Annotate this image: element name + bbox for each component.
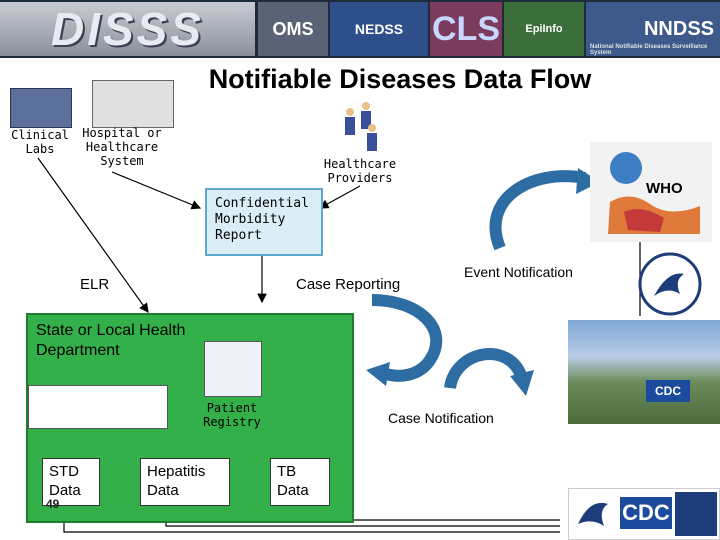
labs-to-state-line <box>37 157 149 313</box>
hhs-seal-box <box>624 250 716 318</box>
epiinfo-logo: EpiInfo <box>504 2 584 56</box>
event-notification-box: Event Notification <box>452 255 610 291</box>
hhs-eagle-icon <box>574 494 614 534</box>
page-number: 49 <box>46 497 60 511</box>
cdc-building-photo: CDC <box>568 320 720 424</box>
nedss-logo: NEDSS <box>330 2 428 56</box>
who-logo-box: WHO <box>590 142 712 242</box>
world-map-icon <box>608 152 700 234</box>
page-title: Notifiable Diseases Data Flow <box>208 64 592 94</box>
event-notification-curve-arrow <box>489 170 587 251</box>
state-building-icon <box>28 385 168 429</box>
hhs-seal-icon <box>638 252 702 316</box>
case-notification-curve-arrow <box>444 348 528 390</box>
providers-to-cmr-line <box>318 185 361 209</box>
case-reporting-label: Case Reporting <box>296 276 401 293</box>
cdc-info-panel <box>675 492 717 536</box>
case-notification-box: Case Notification <box>378 402 536 434</box>
disss-logo: DISSS <box>0 2 255 56</box>
oms-logo: OMS <box>258 2 328 56</box>
elr-label: ELR <box>80 276 110 293</box>
registry-screenshot-icon <box>204 341 262 397</box>
cdc-logo: CDC <box>620 497 672 529</box>
case-notification-label: Case Notification <box>388 410 494 426</box>
cdc-sign: CDC <box>646 380 690 402</box>
clinical-labs-building-icon <box>10 88 72 128</box>
case-reporting-curve-arrow <box>371 294 443 382</box>
hospital-building-icon <box>92 80 174 128</box>
top-banner: DISSS OMS NEDSS CLS EpiInfo NNDSS Nation… <box>0 0 720 58</box>
event-notification-label: Event Notification <box>464 264 573 280</box>
hospital-to-cmr-line <box>111 171 202 210</box>
who-label: WHO <box>646 180 683 197</box>
nndss-logo: NNDSS <box>586 2 720 56</box>
nndss-subtitle: National Notifiable Diseases Surveillanc… <box>590 44 708 56</box>
healthcare-providers-icon <box>345 102 377 151</box>
cls-logo: CLS <box>430 2 502 56</box>
